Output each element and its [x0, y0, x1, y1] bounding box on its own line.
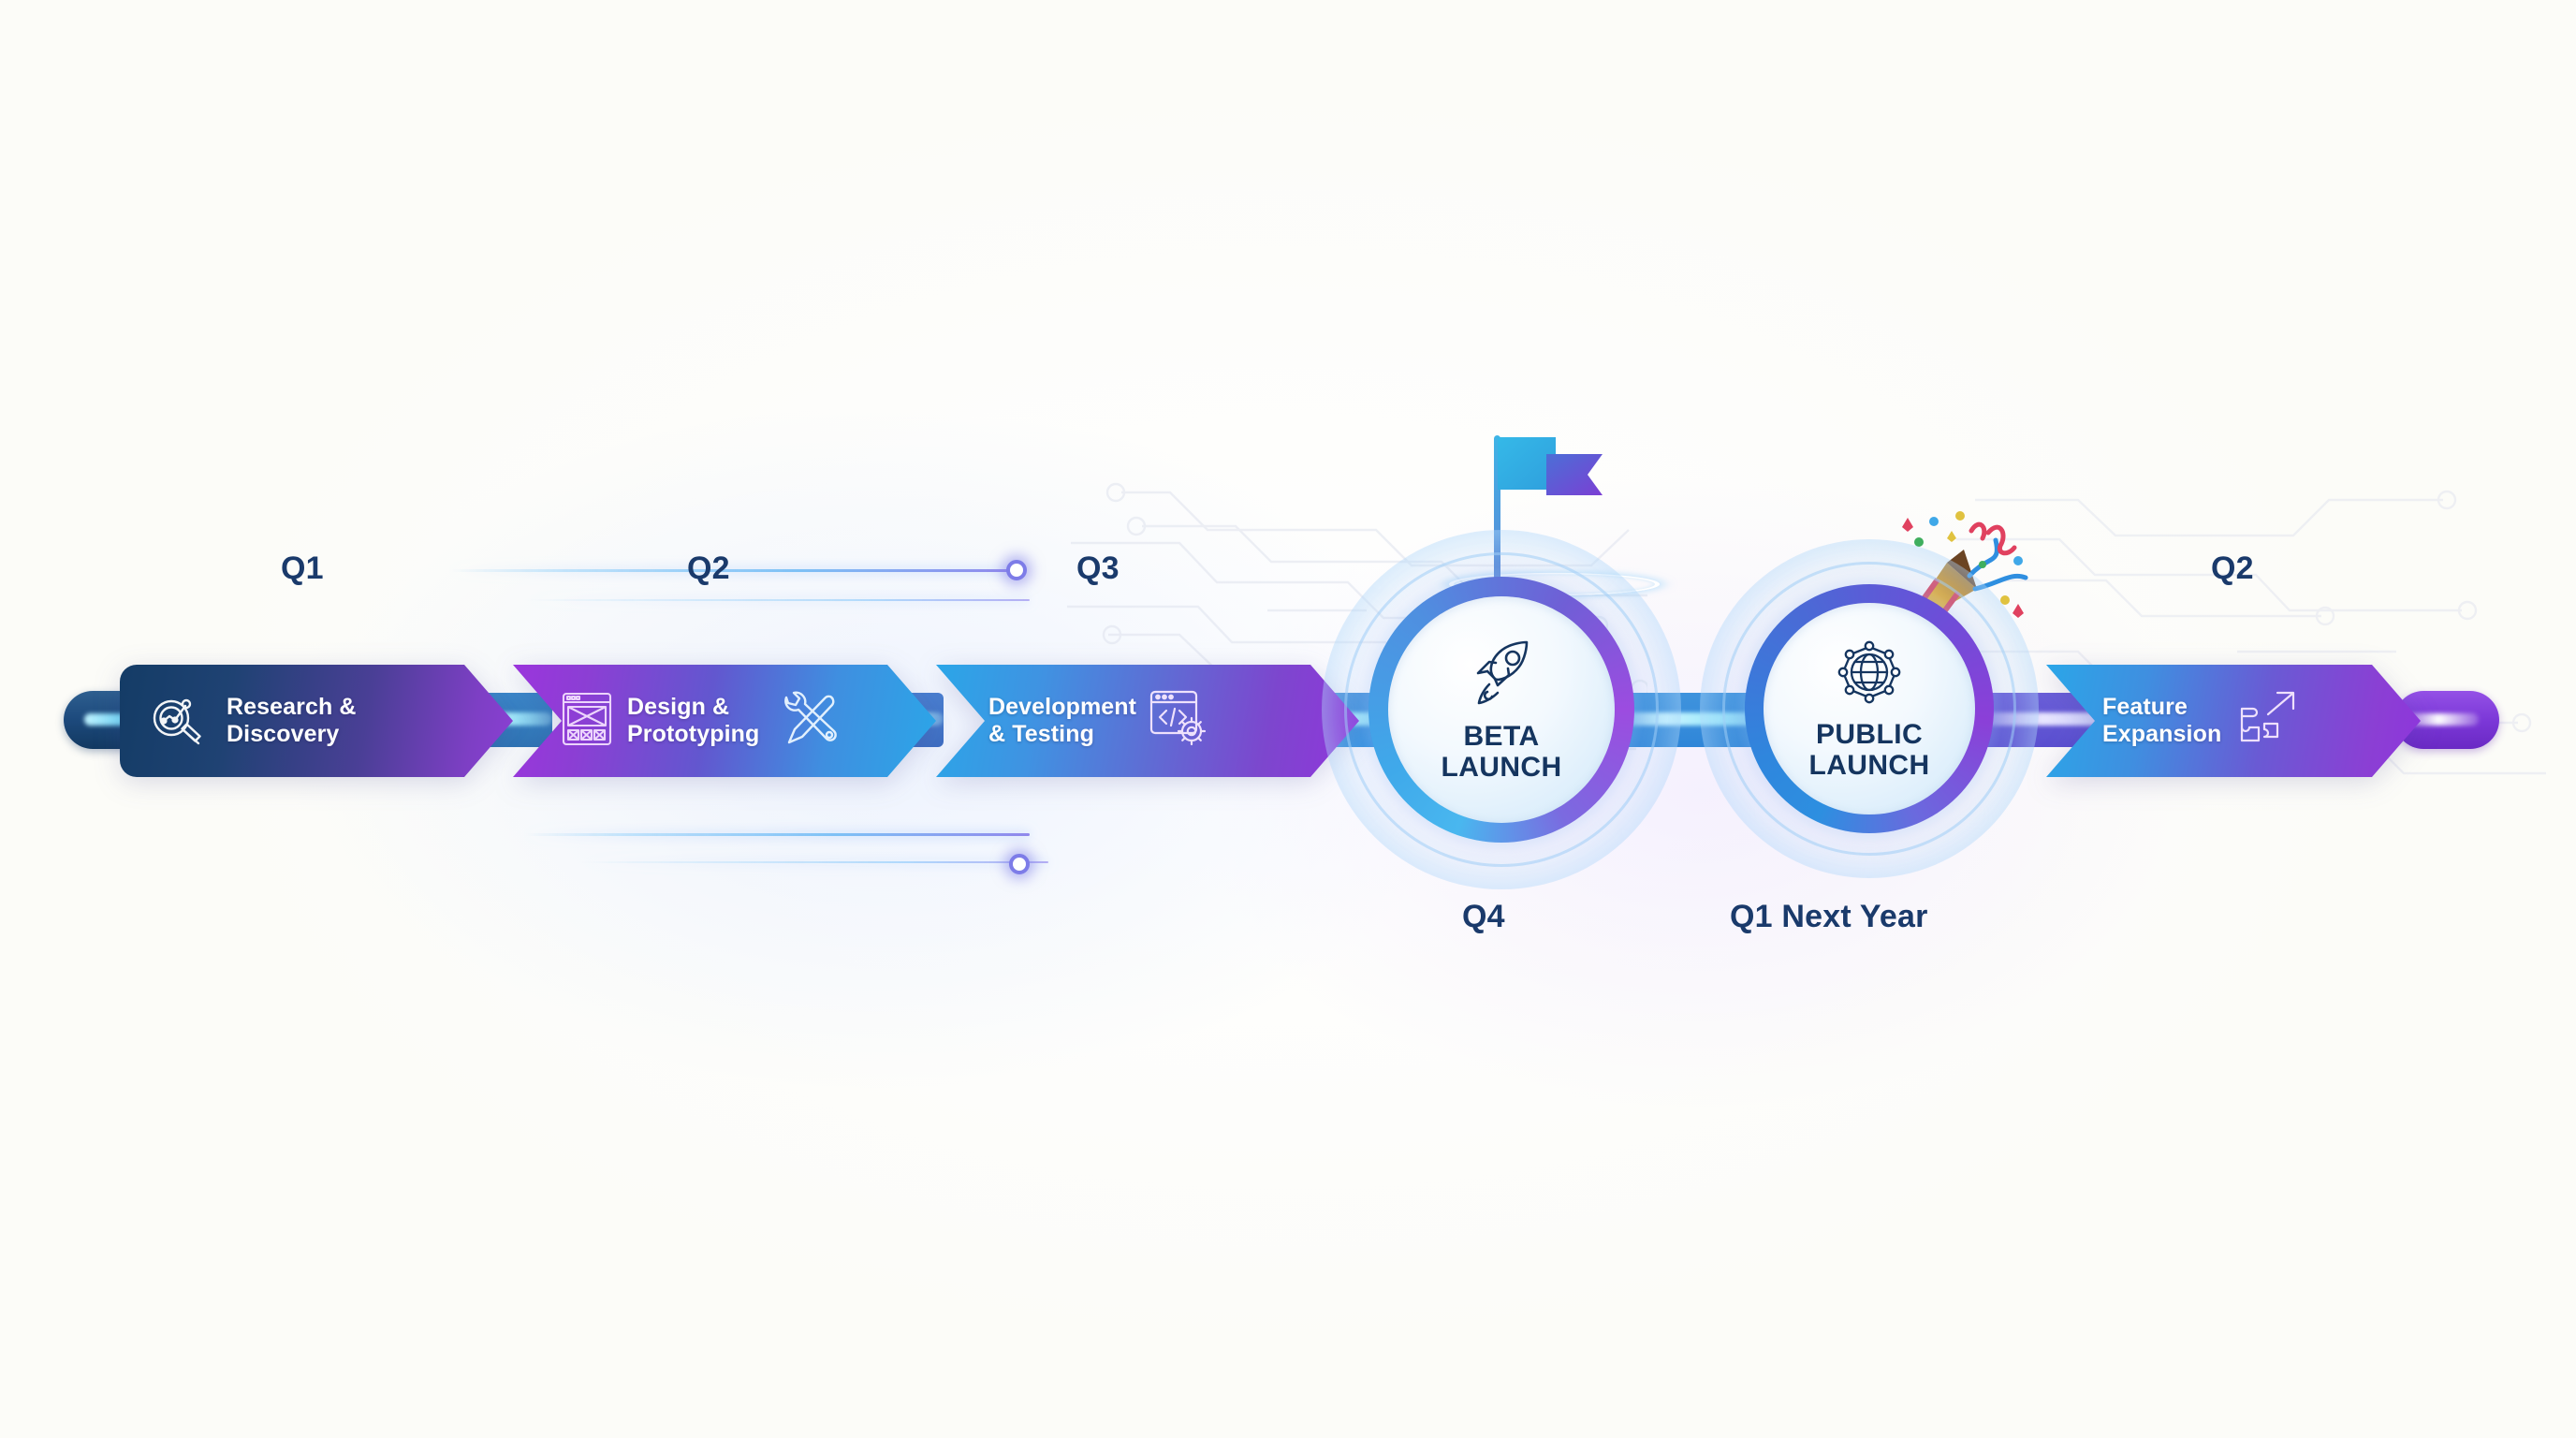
guide-node-lower — [1009, 854, 1030, 874]
wrench-screwdriver-icon — [778, 688, 840, 755]
phase-label: Research & Discovery — [227, 694, 357, 747]
quarter-label-q1-next-year: Q1 Next Year — [1730, 899, 1928, 934]
globe-network-icon — [1835, 638, 1904, 712]
quarter-label-phase-4: Q2 — [2211, 550, 2254, 586]
phase-segment-research-discovery[interactable]: Research & Discovery — [120, 665, 513, 777]
milestone-public-launch[interactable]: PUBLIC LAUNCH — [1700, 539, 2039, 878]
segment-shape — [936, 665, 1359, 777]
puzzle-growth-arrow-icon — [2236, 688, 2298, 755]
quarter-label-phase-1: Q1 — [281, 550, 324, 586]
segment-shape — [513, 665, 936, 777]
milestone-label: BETA LAUNCH — [1441, 720, 1562, 783]
phase-label: Design & Prototyping — [627, 694, 760, 747]
phase-label: Development & Testing — [988, 694, 1137, 747]
phase-segment-development-testing[interactable]: Development & Testing — [936, 665, 1359, 777]
segment-shape — [2046, 665, 2421, 777]
milestone-beta-launch[interactable]: BETA LAUNCH — [1322, 530, 1681, 889]
magnifier-analytics-icon — [148, 690, 206, 753]
milestone-inner-disc: BETA LAUNCH — [1388, 596, 1615, 823]
phase-label: Feature Expansion — [2102, 694, 2222, 747]
milestone-outer-ring — [1344, 552, 1659, 867]
milestone-outer-ring — [1722, 562, 2016, 856]
milestone-label: PUBLIC LAUNCH — [1808, 718, 1930, 781]
wireframe-icon — [562, 692, 612, 751]
quarter-label-phase-3: Q3 — [1076, 550, 1120, 586]
milestone-ring: BETA LAUNCH — [1368, 577, 1634, 843]
segment-shape — [120, 665, 513, 777]
roadmap-track: Research & Discovery Design & Prototypin… — [0, 665, 2576, 777]
quarter-label-q4: Q4 — [1462, 899, 1505, 934]
quarter-label-phase-2: Q2 — [687, 550, 730, 586]
phase-segment-design-prototyping[interactable]: Design & Prototyping — [513, 665, 936, 777]
code-window-gear-icon — [1149, 690, 1209, 753]
phase-segment-feature-expansion[interactable]: Feature Expansion — [2046, 665, 2421, 777]
milestone-ring: PUBLIC LAUNCH — [1745, 584, 1994, 833]
guide-node-upper — [1006, 560, 1027, 580]
rocket-icon — [1467, 638, 1536, 712]
milestone-inner-disc: PUBLIC LAUNCH — [1764, 603, 1975, 814]
flag-banner-icon — [1498, 437, 1603, 495]
